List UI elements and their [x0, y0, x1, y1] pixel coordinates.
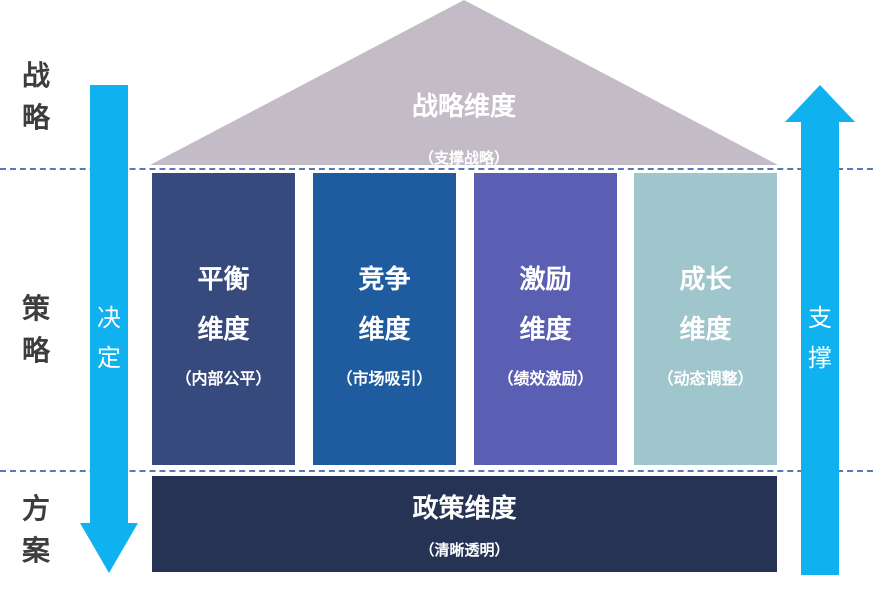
pillar-incentive-line1: 激励 — [519, 265, 572, 295]
pillar-incentive-line2: 维度 — [519, 315, 572, 345]
tactics-label-char-2: 略 — [21, 334, 50, 367]
support-char-1: 支 — [808, 304, 832, 332]
pillar-growth: 成长 维度 （动态调整） — [634, 173, 777, 465]
decide-char-1: 决 — [97, 304, 121, 332]
strategy-level-label: 战 略 — [6, 55, 66, 139]
lower-divider-line — [0, 470, 873, 472]
pillar-competition: 竞争 维度 （市场吸引） — [313, 173, 456, 465]
roof-title: 战略维度 — [411, 92, 516, 122]
support-label: 支 撑 — [805, 298, 835, 378]
pillar-incentive: 激励 维度 （绩效激励） — [474, 173, 617, 465]
pillar-growth-line2: 维度 — [679, 315, 732, 345]
pillar-balance-line1: 平衡 — [197, 265, 250, 295]
upper-divider-line — [0, 168, 873, 170]
strategy-label-char-1: 战 — [21, 59, 50, 92]
support-char-2: 撑 — [808, 344, 832, 372]
pillar-growth-line1: 成长 — [679, 265, 732, 295]
tactics-level-label: 策 略 — [6, 288, 66, 372]
decide-label: 决 定 — [94, 298, 124, 378]
roof-shape — [150, 0, 778, 165]
base-subtitle: （清晰透明） — [419, 541, 510, 559]
plan-level-label: 方 案 — [6, 488, 66, 572]
plan-label-char-1: 方 — [21, 492, 50, 525]
strategy-label-char-2: 略 — [21, 101, 50, 134]
decide-char-2: 定 — [97, 344, 121, 372]
down-arrow-icon — [80, 85, 138, 573]
pillar-competition-subtitle: （市场吸引） — [336, 369, 433, 388]
pillar-balance-line2: 维度 — [197, 315, 250, 345]
base-block: 政策维度 （清晰透明） — [152, 476, 777, 572]
tactics-label-char-1: 策 — [21, 292, 50, 325]
roof-subtitle: （支撑战略） — [418, 149, 509, 167]
up-arrow-icon — [785, 85, 855, 575]
pillar-competition-line2: 维度 — [358, 315, 411, 345]
pillar-balance: 平衡 维度 （内部公平） — [152, 173, 295, 465]
pillar-growth-subtitle: （动态调整） — [657, 369, 754, 388]
base-title: 政策维度 — [412, 494, 517, 524]
pillar-competition-line1: 竞争 — [358, 265, 411, 295]
pillar-balance-subtitle: （内部公平） — [175, 369, 272, 388]
plan-label-char-2: 案 — [21, 534, 50, 567]
pillar-incentive-subtitle: （绩效激励） — [497, 369, 594, 388]
